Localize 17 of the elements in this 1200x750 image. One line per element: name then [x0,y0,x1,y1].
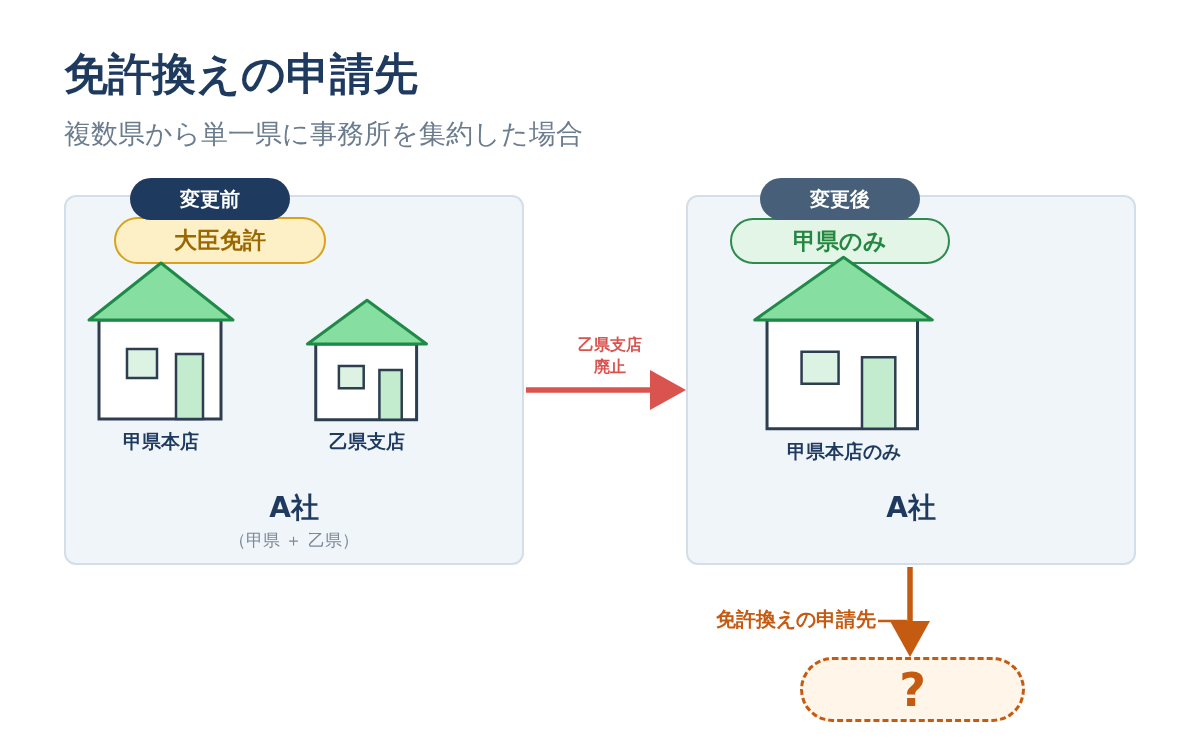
arrow [890,567,930,657]
license-tag: 大臣免許 [114,217,326,264]
license-tag: 甲県のみ [730,218,950,264]
stage-tag: 変更前 [130,178,290,220]
company-name: A社 [269,491,319,525]
edge-label: 乙県支店廃止 [577,334,643,379]
stage-tag: 変更後 [760,178,920,220]
answer-box: ? [800,657,1025,722]
edge-label: 免許換えの申請先 [716,607,876,631]
office-label: 甲県本店 [123,430,199,453]
page-title: 免許換えの申請先 [64,50,418,99]
office-label: 甲県本店のみ [786,440,901,463]
company-name: A社 [886,491,936,525]
arrow [526,370,686,410]
page-subtitle: 複数県から単一県に事務所を集約した場合 [64,118,583,151]
prefecture-note: （甲県 ＋ 乙県） [229,528,359,551]
office-label: 乙県支店 [329,430,405,453]
